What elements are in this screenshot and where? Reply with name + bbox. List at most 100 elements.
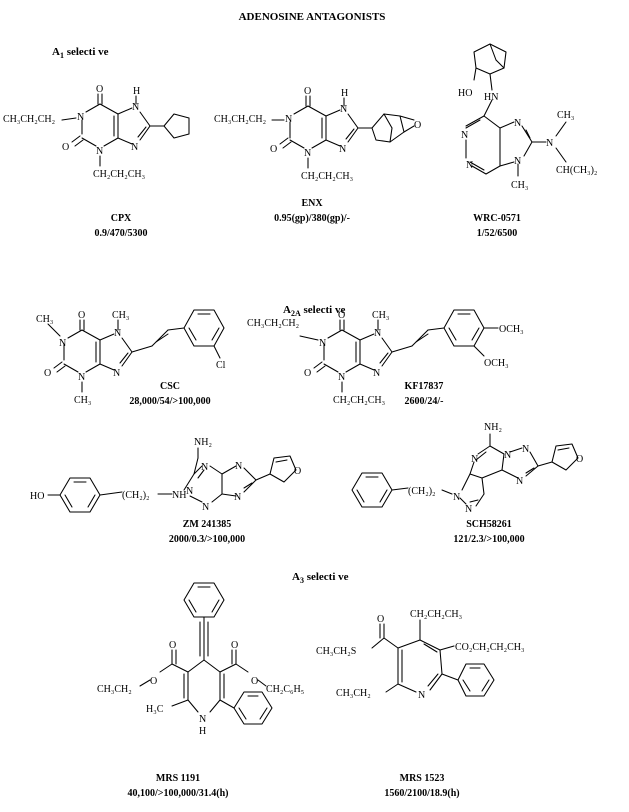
structure-zm-241385: HO (CH₂)₂ NH NH₂ N N N N N O ZM 241385 2… xyxy=(30,437,301,545)
svg-text:N: N xyxy=(201,462,208,473)
svg-text:CH₂CH₂CH₃: CH₂CH₂CH₃ xyxy=(93,169,145,180)
svg-text:NH: NH xyxy=(172,490,186,501)
svg-text:H: H xyxy=(341,88,348,99)
svg-text:O: O xyxy=(251,676,258,687)
svg-text:N: N xyxy=(516,476,523,487)
svg-text:CH₃CH₂S: CH₃CH₂S xyxy=(316,646,356,657)
svg-text:N: N xyxy=(77,112,84,123)
svg-text:N: N xyxy=(374,328,381,339)
svg-text:CH₂CH₂CH₃: CH₂CH₂CH₃ xyxy=(410,609,462,620)
compound-name-wrc-0571: WRC-0571 xyxy=(473,213,521,224)
svg-text:O: O xyxy=(304,86,311,97)
svg-text:CH(CH₃)₂: CH(CH₃)₂ xyxy=(556,165,597,176)
svg-text:H: H xyxy=(199,726,206,737)
svg-text:Cl: Cl xyxy=(216,360,226,371)
compound-values-zm-241385: 2000/0.3/>100,000 xyxy=(169,534,245,545)
svg-text:N: N xyxy=(285,114,292,125)
svg-text:CH₃: CH₃ xyxy=(557,110,574,121)
svg-text:CH₂CH₂CH₃: CH₂CH₂CH₃ xyxy=(301,171,353,182)
compound-values-mrs-1523: 1560/2100/18.9(h) xyxy=(384,788,459,799)
compound-values-kf17837: 2600/24/- xyxy=(405,396,444,407)
svg-text:CH₃CH₂: CH₃CH₂ xyxy=(336,688,371,699)
svg-text:H₃C: H₃C xyxy=(146,704,164,715)
svg-text:OCH₃: OCH₃ xyxy=(484,358,509,369)
svg-text:CH₃: CH₃ xyxy=(372,310,389,321)
structure-wrc-0571: HO HN N N N N N CH₃ CH₃ CH(CH₃)₂ WRC-057… xyxy=(458,43,597,239)
svg-text:CH₃CH₂CH₂: CH₃CH₂CH₂ xyxy=(247,318,299,329)
svg-text:CH₃: CH₃ xyxy=(112,310,129,321)
svg-text:CH₂CH₂CH₃: CH₂CH₂CH₃ xyxy=(333,395,385,406)
section-a3-header: A3 selecti ve xyxy=(292,571,349,585)
figure-title: ADENOSINE ANTAGONISTS xyxy=(239,11,386,23)
svg-text:O: O xyxy=(294,466,301,477)
svg-text:N: N xyxy=(514,118,521,129)
svg-text:N: N xyxy=(546,138,553,149)
svg-text:N: N xyxy=(131,142,138,153)
svg-text:N: N xyxy=(113,368,120,379)
svg-text:N: N xyxy=(453,492,460,503)
compound-name-kf17837: KF17837 xyxy=(405,381,444,392)
compound-values-csc: 28,000/54/>100,000 xyxy=(129,396,210,407)
structure-sch58261: (CH₂)₂ NH₂ N N N N N N O SCH58261 121/2.… xyxy=(351,422,583,545)
compound-values-sch58261: 121/2.3/>100,000 xyxy=(453,534,524,545)
svg-text:O: O xyxy=(169,640,176,651)
structure-mrs-1191: CH₃CH₂ O O O O CH₂C₆H₅ H₃C N H MRS 1191 … xyxy=(97,582,304,799)
svg-text:N: N xyxy=(471,454,478,465)
svg-text:HO: HO xyxy=(458,88,472,99)
svg-text:O: O xyxy=(62,142,69,153)
svg-text:O: O xyxy=(338,310,345,321)
structure-csc: CH₃ O CH₃ N N O N N CH₃ Cl CSC 28,000/54… xyxy=(36,309,226,407)
svg-text:N: N xyxy=(114,328,121,339)
svg-text:N: N xyxy=(522,444,529,455)
svg-text:CH₃: CH₃ xyxy=(36,314,53,325)
svg-text:N: N xyxy=(304,148,311,159)
svg-text:(CH₂)₂: (CH₂)₂ xyxy=(122,490,150,501)
svg-text:N: N xyxy=(504,450,511,461)
svg-text:HN: HN xyxy=(484,92,498,103)
svg-text:N: N xyxy=(466,160,473,171)
structure-kf17837: CH₃CH₂CH₂ N O CH₃ N O N N CH₂CH₂CH₃ OCH₃… xyxy=(247,309,524,407)
structure-cpx: CH₃CH₂CH₂ N O H N O N N CH₂CH₂CH₃ CPX 0.… xyxy=(3,84,190,239)
svg-text:N: N xyxy=(234,492,241,503)
svg-text:N: N xyxy=(235,461,242,472)
svg-text:CH₃CH₂CH₂: CH₃CH₂CH₂ xyxy=(214,114,266,125)
svg-text:N: N xyxy=(96,146,103,157)
svg-text:O: O xyxy=(150,676,157,687)
svg-text:O: O xyxy=(44,368,51,379)
compound-values-wrc-0571: 1/52/6500 xyxy=(477,228,518,239)
svg-text:N: N xyxy=(340,104,347,115)
compound-values-cpx: 0.9/470/5300 xyxy=(94,228,147,239)
structure-enx: CH₃CH₂CH₂ N O H N O N N CH₂CH₂CH₃ O ENX … xyxy=(214,86,421,224)
svg-text:N: N xyxy=(132,102,139,113)
svg-text:O: O xyxy=(270,144,277,155)
svg-text:CH₂C₆H₅: CH₂C₆H₅ xyxy=(266,684,304,695)
svg-text:H: H xyxy=(133,86,140,97)
svg-text:CH₃CH₂: CH₃CH₂ xyxy=(97,684,132,695)
svg-text:CH₃: CH₃ xyxy=(511,180,528,191)
compound-values-enx: 0.95(gp)/380(gp)/- xyxy=(274,213,350,224)
svg-text:O: O xyxy=(96,84,103,95)
svg-text:CH₃: CH₃ xyxy=(74,395,91,406)
svg-text:N: N xyxy=(461,130,468,141)
compound-name-cpx: CPX xyxy=(111,213,132,224)
svg-text:N: N xyxy=(338,372,345,383)
svg-text:N: N xyxy=(78,372,85,383)
svg-text:NH₂: NH₂ xyxy=(484,422,502,433)
svg-text:N: N xyxy=(418,690,425,701)
svg-text:O: O xyxy=(576,454,583,465)
section-a1-header: A1 selecti ve xyxy=(52,46,109,60)
svg-text:N: N xyxy=(465,504,472,515)
svg-text:(CH₂)₂: (CH₂)₂ xyxy=(408,486,436,497)
svg-text:CH₃CH₂CH₂: CH₃CH₂CH₂ xyxy=(3,114,55,125)
svg-text:O: O xyxy=(78,310,85,321)
svg-text:N: N xyxy=(59,338,66,349)
compound-name-mrs-1191: MRS 1191 xyxy=(156,773,200,784)
svg-text:N: N xyxy=(202,502,209,513)
svg-text:O: O xyxy=(377,614,384,625)
structure-mrs-1523: O CH₃CH₂S CH₂CH₂CH₃ CO₂CH₂CH₂CH₃ CH₃CH₂ … xyxy=(316,609,525,799)
svg-text:O: O xyxy=(231,640,238,651)
svg-text:N: N xyxy=(186,486,193,497)
svg-text:CO₂CH₂CH₂CH₃: CO₂CH₂CH₂CH₃ xyxy=(455,642,525,653)
svg-text:NH₂: NH₂ xyxy=(194,437,212,448)
